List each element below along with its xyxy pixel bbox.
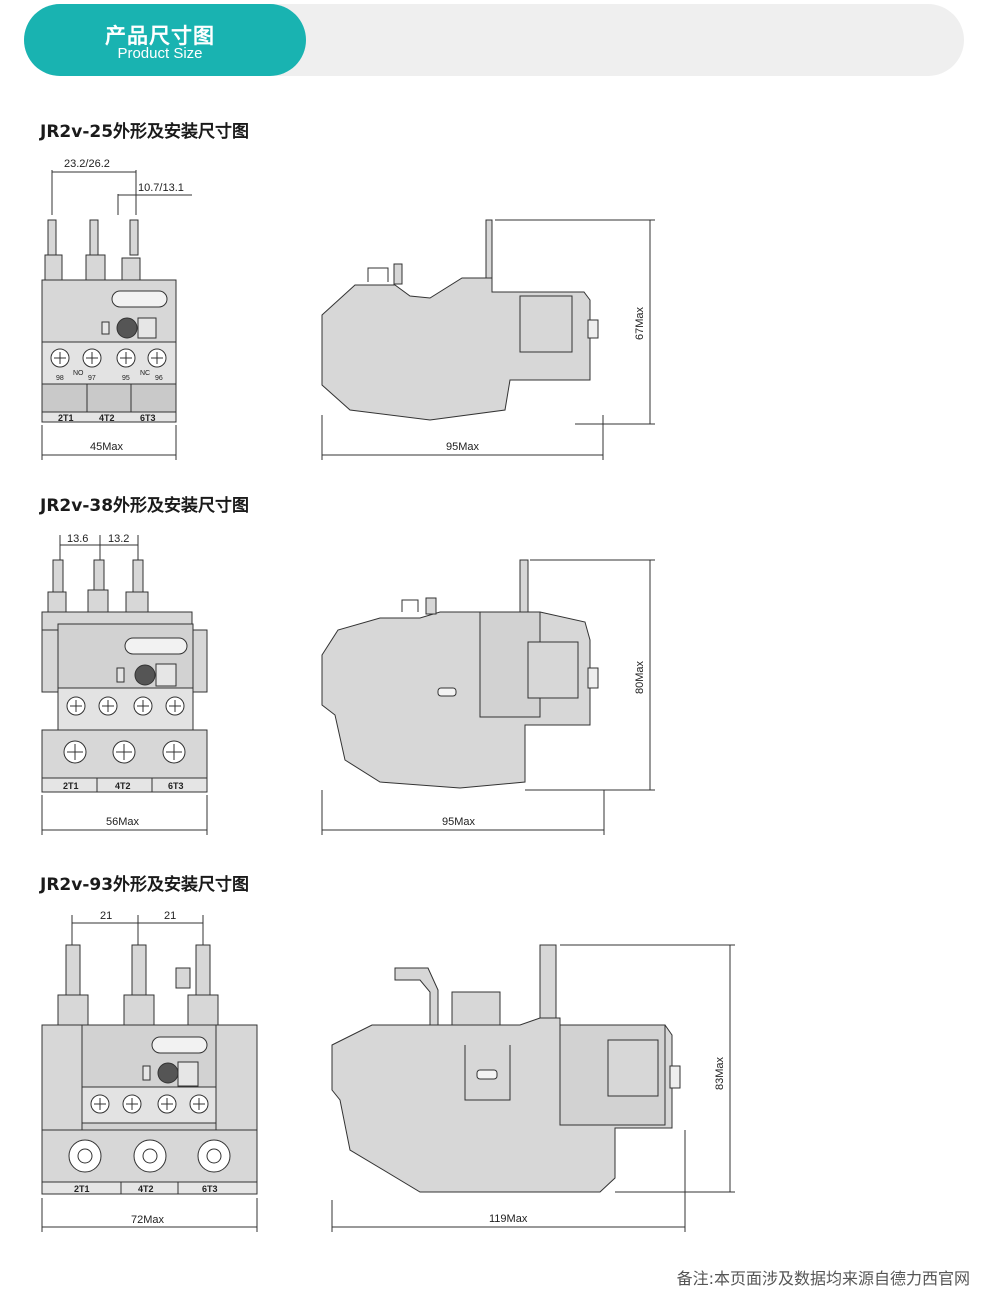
dim-38-side-bottom: 95Max (442, 816, 476, 828)
dim-93-bottom: 72Max (131, 1214, 165, 1226)
terminal-label: 2T1 (63, 781, 79, 791)
jr2v93-front-view (41, 915, 258, 1232)
header-pill (24, 4, 306, 76)
dim-38-top-1: 13.6 (67, 533, 88, 545)
jr2v25-front-view (41, 170, 192, 460)
dim-25-side-height: 67Max (634, 306, 646, 340)
aux-label: 98 (56, 375, 64, 382)
header-title-en: Product Size (117, 45, 203, 62)
terminal-label: 2T1 (58, 413, 74, 423)
aux-label: NO (73, 370, 84, 377)
dim-93-top-2: 21 (164, 910, 176, 922)
aux-label: NC (140, 370, 150, 377)
dim-38-side-height: 80Max (634, 660, 646, 694)
dim-25-top-1: 23.2/26.2 (64, 158, 110, 170)
jr2v93-side-view (331, 944, 735, 1232)
terminal-label: 2T1 (74, 1184, 90, 1194)
section-title-jr2v38: JR2v-38外形及安装尺寸图 (40, 496, 250, 516)
dim-25-bottom: 45Max (90, 441, 124, 453)
dim-38-top-2: 13.2 (108, 533, 129, 545)
header-title-cn: 产品尺寸图 (105, 24, 215, 48)
aux-label: 97 (88, 375, 96, 382)
jr2v38-side-view (321, 559, 655, 835)
jr2v38-drawing: 13.6 13.2 56Max 2T1 4T2 6T3 95Max 80Max (41, 533, 655, 835)
section-title-jr2v93: JR2v-93外形及安装尺寸图 (40, 875, 250, 895)
jr2v38-front-view (41, 535, 208, 835)
terminal-label: 4T2 (138, 1184, 154, 1194)
aux-label: 95 (122, 375, 130, 382)
jr2v93-drawing: 21 21 72Max 2T1 4T2 6T3 119Max 83Max (41, 910, 735, 1232)
dim-93-side-bottom: 119Max (489, 1213, 528, 1225)
dim-38-bottom: 56Max (106, 816, 140, 828)
source-footnote: 备注:本页面涉及数据均来源自德力西官网 (676, 1269, 970, 1288)
aux-label: 96 (155, 375, 163, 382)
jr2v25-side-view (321, 219, 655, 460)
terminal-label: 4T2 (115, 781, 131, 791)
dim-25-top-2: 10.7/13.1 (138, 182, 184, 194)
dim-93-side-height: 83Max (714, 1056, 726, 1090)
jr2v25-drawing: 23.2/26.2 10.7/13.1 45Max 98 NO 97 95 NC… (41, 158, 655, 460)
dim-25-side-bottom: 95Max (446, 441, 480, 453)
section-title-jr2v25: JR2v-25外形及安装尺寸图 (40, 122, 250, 142)
terminal-label: 6T3 (140, 413, 156, 423)
dim-93-top-1: 21 (100, 910, 112, 922)
terminal-label: 6T3 (168, 781, 184, 791)
terminal-label: 6T3 (202, 1184, 218, 1194)
terminal-label: 4T2 (99, 413, 115, 423)
